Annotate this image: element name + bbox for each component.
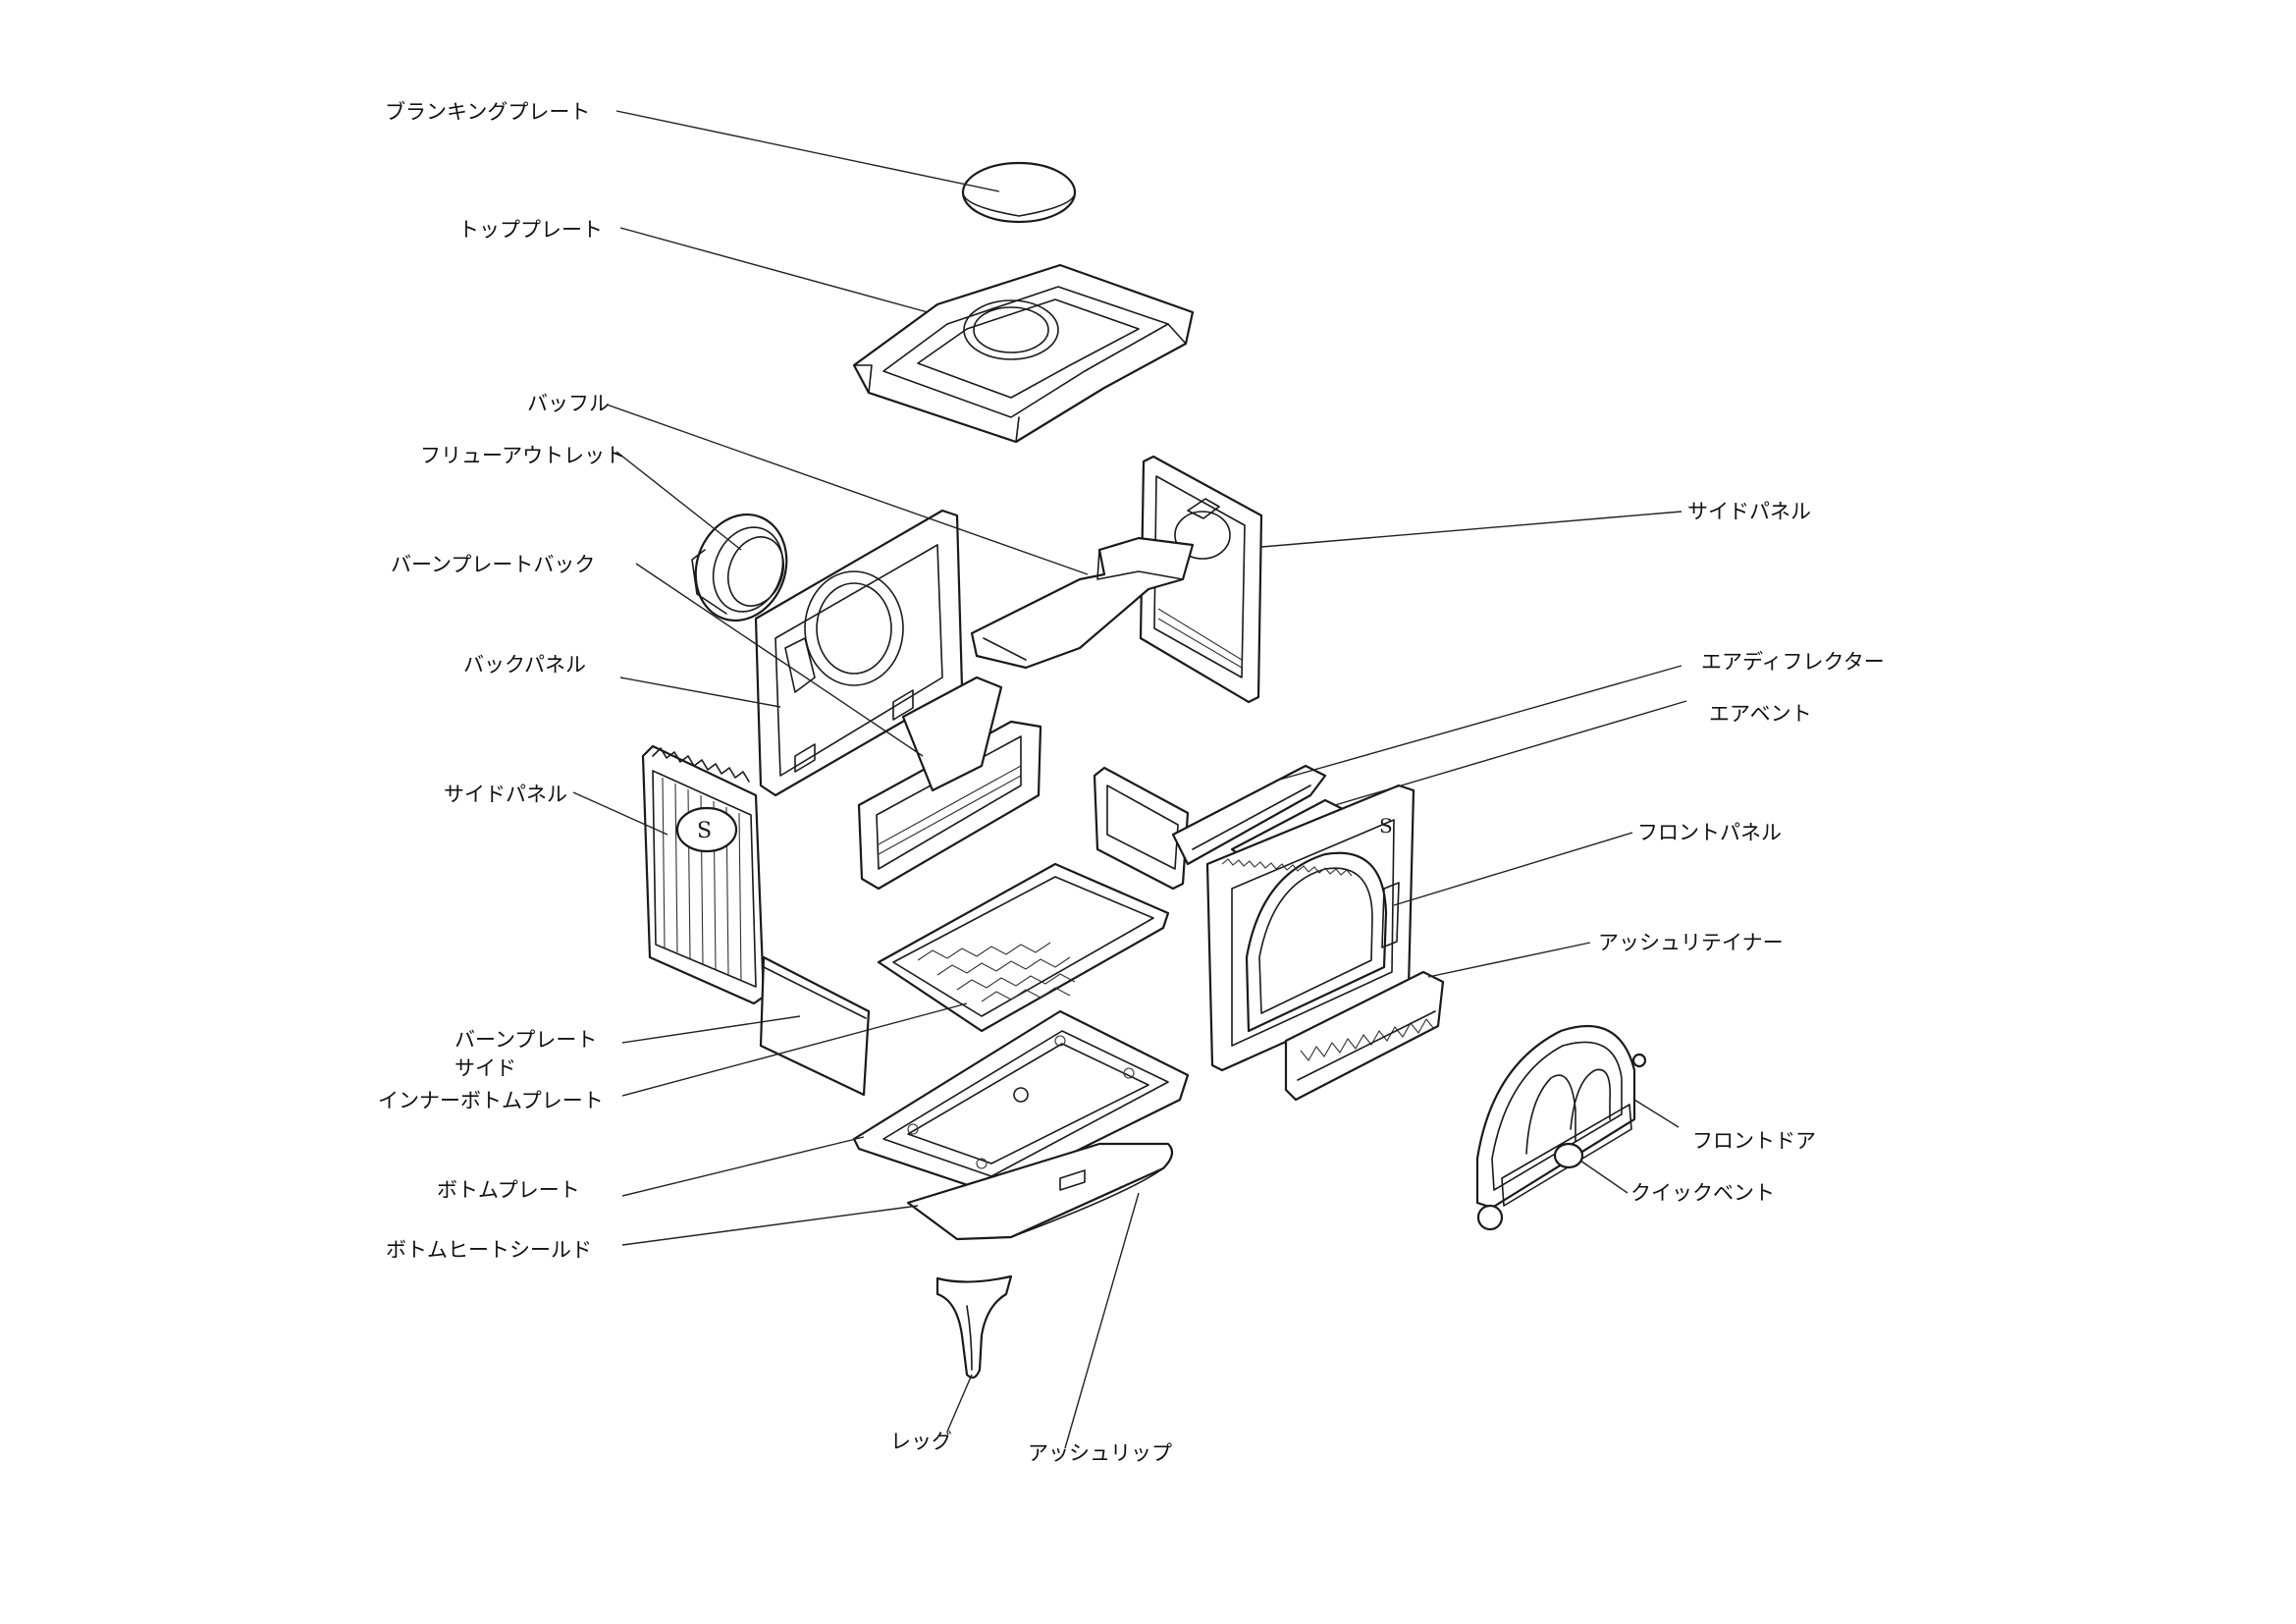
label-burn-plate-back: バーンプレートバック — [391, 553, 596, 576]
label-air-deflector: エアディフレクター — [1701, 650, 1885, 674]
bottom-plate-part — [852, 1009, 1190, 1195]
side-panel-left-part: S — [641, 744, 766, 1005]
ash-retainer-part — [1284, 970, 1445, 1102]
top-plate-part — [852, 263, 1195, 444]
burn-plate-back-part — [857, 676, 1042, 891]
svg-text:S: S — [1379, 814, 1393, 838]
label-air-vent: エアベント — [1709, 702, 1812, 726]
blanking-plate-part — [961, 161, 1077, 224]
label-bottom-heat-shield: ボトムヒートシールド — [386, 1238, 592, 1262]
label-front-panel: フロントパネル — [1637, 821, 1782, 844]
leg-part — [935, 1274, 1013, 1380]
label-bottom-plate: ボトムプレート — [437, 1178, 580, 1202]
label-side-panel-right: サイドパネル — [1687, 500, 1811, 523]
svg-text:S: S — [697, 819, 712, 843]
label-front-door: フロントドア — [1692, 1129, 1816, 1153]
label-ash-retainer: アッシュリテイナー — [1598, 931, 1784, 954]
label-back-panel: バックパネル — [463, 653, 586, 677]
label-baffle: バッフル — [527, 392, 610, 415]
front-panel-part: S — [1205, 784, 1415, 1072]
baffle-part — [970, 536, 1195, 670]
label-leg: レッグ — [890, 1430, 952, 1453]
label-blanking-plate: ブランキングプレート — [385, 100, 591, 124]
burn-plate-side-right-part — [1093, 766, 1190, 891]
label-quick-vent: クイックベント — [1630, 1181, 1775, 1205]
label-top-plate: トッププレート — [458, 218, 603, 242]
label-side-panel-left: サイドパネル — [444, 783, 567, 806]
leader-lines — [572, 110, 1687, 1449]
front-door-part — [1475, 1024, 1647, 1231]
inner-bottom-plate-part — [877, 862, 1170, 1033]
flue-outlet-part — [691, 513, 788, 623]
label-burn-plate-side-line1: バーンプレート — [454, 1028, 598, 1052]
label-inner-bottom-plate: インナーボトムプレート — [378, 1089, 604, 1112]
label-ash-lip: アッシュリップ — [1028, 1441, 1172, 1465]
burn-plate-side-part — [759, 955, 871, 1097]
label-flue-outlet: フリューアウトレット — [420, 444, 626, 467]
label-burn-plate-side-line2: サイド — [454, 1056, 516, 1080]
bottom-heat-shield-part — [906, 1142, 1174, 1241]
